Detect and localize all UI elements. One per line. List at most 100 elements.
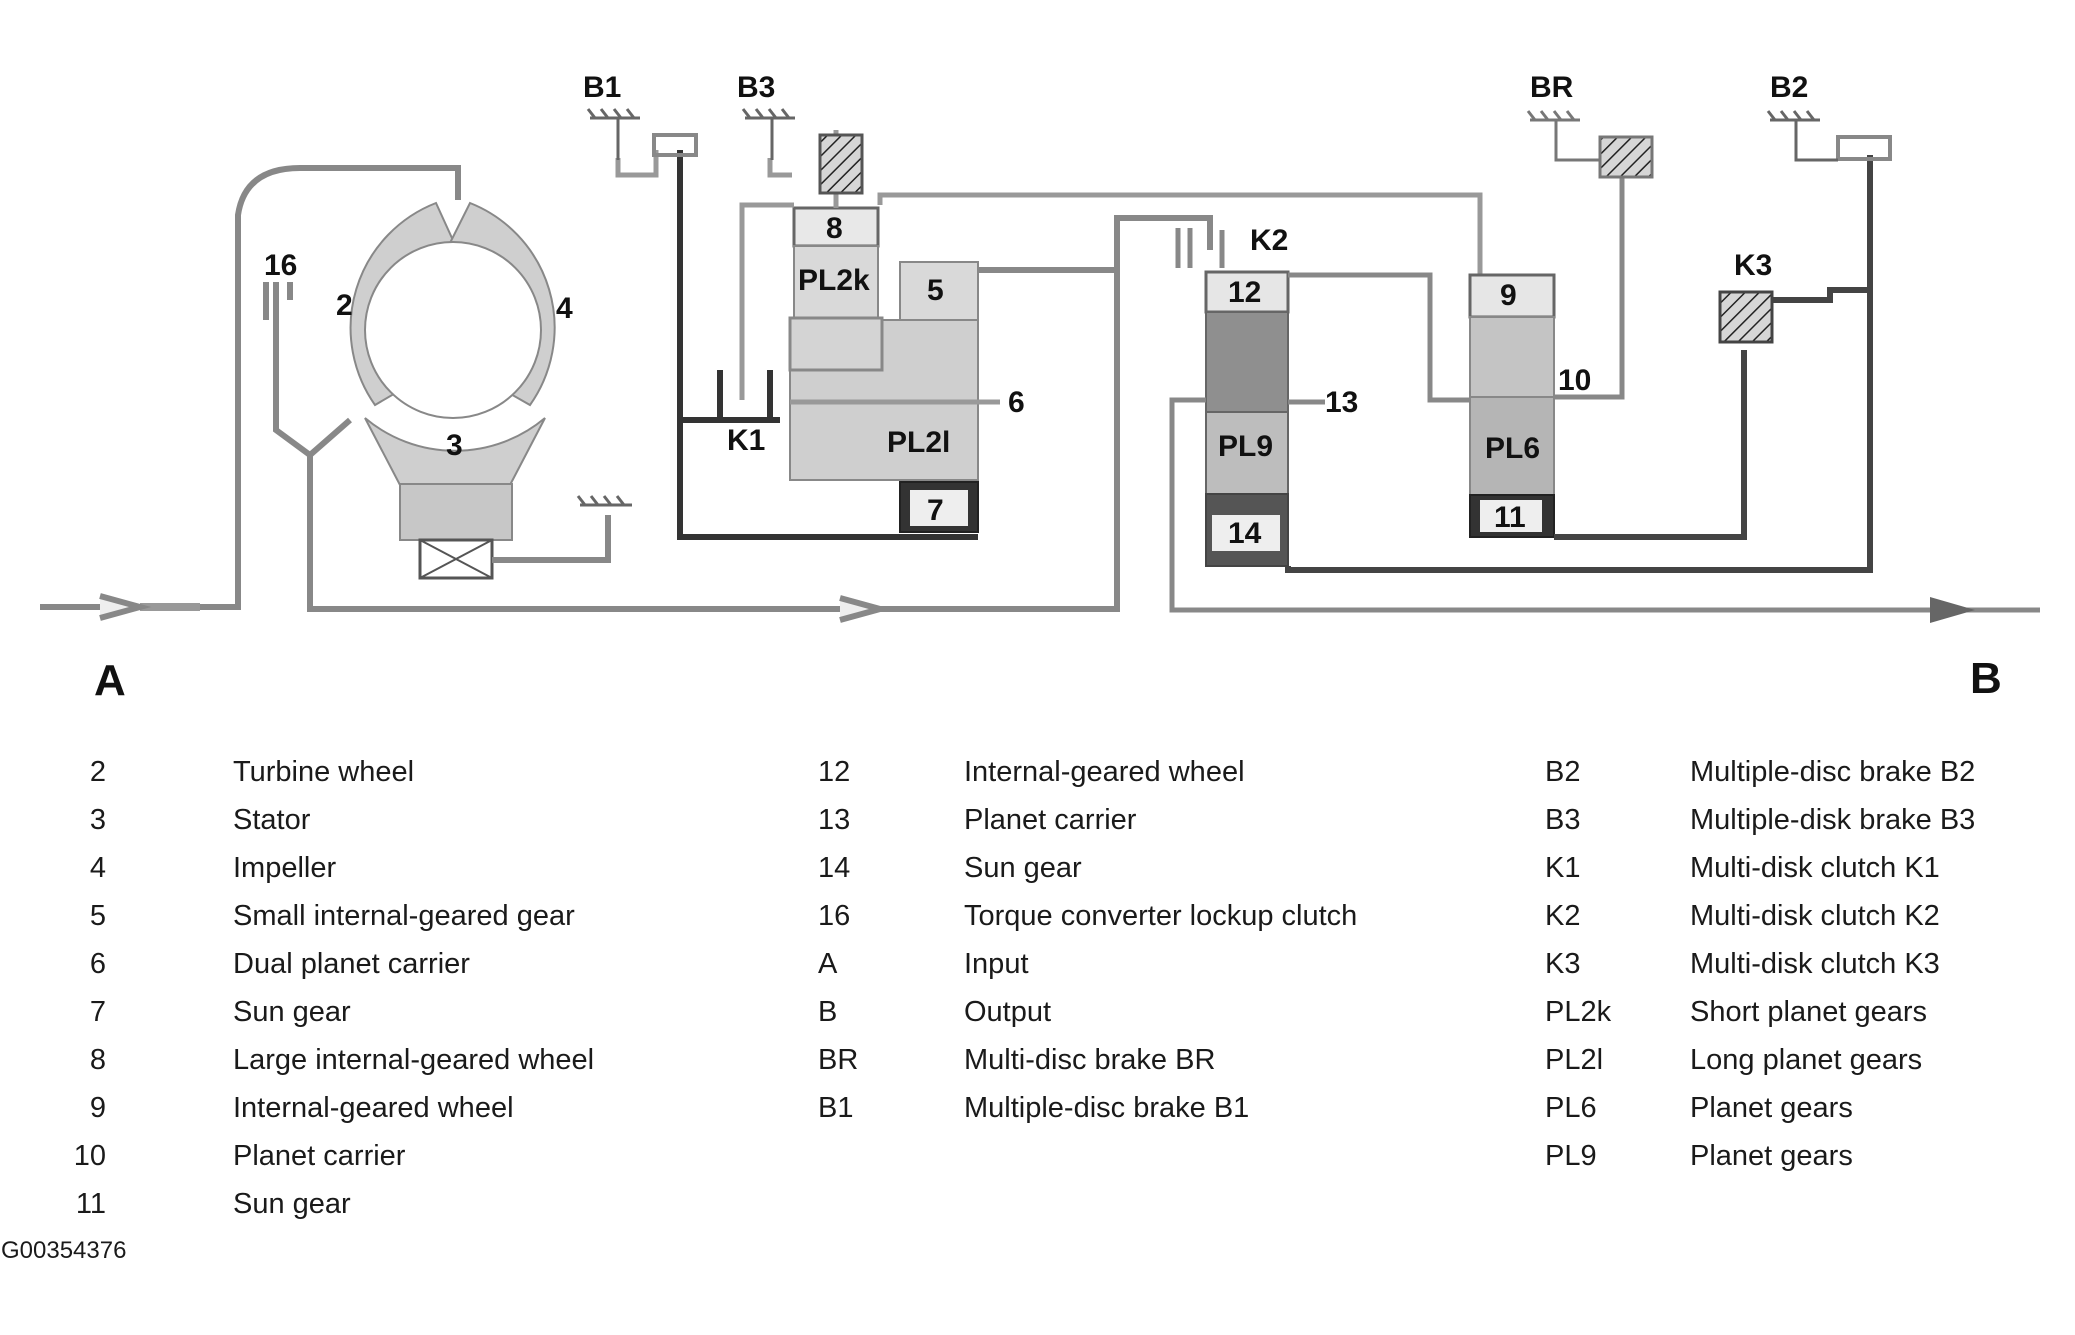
legend-row: PL9 Planet gears [1545, 1132, 2065, 1180]
brake-br-symbol [1526, 110, 1654, 179]
legend-description: Small internal-geared gear [233, 900, 575, 932]
legend-description: Multiple-disc brake B2 [1690, 756, 1976, 788]
legend-row: 13 Planet carrier [818, 796, 1438, 844]
legend-description: Planet gears [1690, 1092, 1853, 1124]
label-pl2k: PL2k [798, 264, 870, 297]
legend-description: Multi-disk clutch K2 [1690, 900, 1940, 932]
legend-row: 9 Internal-geared wheel [50, 1084, 670, 1132]
label-4: 4 [556, 292, 573, 325]
legend-code: 16 [818, 900, 851, 932]
legend-description: Large internal-geared wheel [233, 1044, 595, 1076]
legend-code: B3 [1545, 804, 1581, 836]
legend-code: PL2k [1545, 996, 1612, 1028]
legend-code: 13 [818, 804, 851, 836]
legend-description: Internal-geared wheel [964, 756, 1245, 788]
brake-b3-symbol [741, 108, 864, 195]
legend-description: Multi-disk clutch K1 [1690, 852, 1940, 884]
legend-code: 5 [89, 900, 106, 932]
label-k3: K3 [1734, 249, 1772, 282]
legend-description: Sun gear [233, 996, 351, 1028]
legend-description: Input [964, 948, 1029, 980]
legend-row: PL2l Long planet gears [1545, 1036, 2065, 1084]
legend-row: K2 Multi-disk clutch K2 [1545, 892, 2065, 940]
legend-code: K1 [1545, 852, 1581, 884]
legend-code: BR [818, 1044, 859, 1076]
legend-code: 3 [89, 804, 106, 836]
legend-description: Short planet gears [1690, 996, 1927, 1028]
legend-code: K3 [1545, 948, 1581, 980]
legend-code: B [818, 996, 838, 1028]
label-k1: K1 [727, 424, 765, 457]
legend-row: K3 Multi-disk clutch K3 [1545, 940, 2065, 988]
legend-description: Planet gears [1690, 1140, 1853, 1172]
label-b3: B3 [737, 71, 775, 104]
legend-code: 4 [89, 852, 106, 884]
legend-description: Planet carrier [233, 1140, 406, 1172]
label-11: 11 [1494, 501, 1526, 534]
legend-code: PL2l [1545, 1044, 1604, 1076]
legend-row: PL2k Short planet gears [1545, 988, 2065, 1036]
label-br: BR [1530, 71, 1574, 104]
label-9: 9 [1500, 279, 1517, 312]
k3-output-paths [1285, 155, 1873, 573]
label-10: 10 [1558, 364, 1591, 397]
legend-description: Planet carrier [964, 804, 1137, 836]
transmission-schematic: B1 B3 BR B2 K1 K2 K3 16 2 3 4 8 PL2k 5 6… [40, 71, 2040, 700]
legend-row: 5 Small internal-geared gear [50, 892, 670, 940]
legend-row: A Input [818, 940, 1438, 988]
legend-code: PL9 [1545, 1140, 1597, 1172]
legend-code: A [818, 948, 838, 980]
output-arrow [1930, 597, 1975, 623]
legend-row: 7 Sun gear [50, 988, 670, 1036]
label-output-b: B [1970, 654, 2002, 700]
label-pl9: PL9 [1218, 430, 1273, 463]
stator-ground-symbol [576, 495, 632, 507]
legend-code: 6 [89, 948, 106, 980]
legend-code: 9 [89, 1092, 106, 1124]
label-input-a: A [94, 656, 126, 700]
label-2: 2 [336, 289, 353, 322]
input-path [40, 165, 1213, 623]
label-6: 6 [1008, 386, 1025, 419]
legend-description: Long planet gears [1690, 1044, 1923, 1076]
clutch-k1-structure [677, 150, 978, 540]
legend-description: Multi-disk clutch K3 [1690, 948, 1940, 980]
label-3: 3 [446, 429, 463, 462]
legend-description: Impeller [233, 852, 337, 884]
gray-connections-front [615, 130, 1483, 405]
legend-code: K2 [1545, 900, 1581, 932]
label-5: 5 [927, 274, 944, 307]
clutch-k3-symbol [1718, 290, 1774, 344]
middle-planetary-set [1204, 270, 1290, 567]
legend-description: Torque converter lockup clutch [964, 900, 1358, 932]
legend-description: Dual planet carrier [233, 948, 470, 980]
label-8: 8 [826, 212, 843, 245]
legend-code: 10 [73, 1140, 106, 1172]
brake-b1-symbol [586, 108, 698, 160]
gray-connections-rear [1169, 150, 2040, 613]
legend-description: Multiple-disc brake B1 [964, 1092, 1250, 1124]
legend-code: 8 [89, 1044, 106, 1076]
label-k2: K2 [1250, 224, 1288, 257]
brake-b2-symbol [1766, 110, 1892, 162]
legend-description: Sun gear [964, 852, 1082, 884]
legend-description: Internal-geared wheel [233, 1092, 514, 1124]
legend-code: 7 [89, 996, 106, 1028]
label-13: 13 [1325, 386, 1358, 419]
legend-row: K1 Multi-disk clutch K1 [1545, 844, 2065, 892]
legend-description: Turbine wheel [233, 756, 415, 788]
clutch-k2-symbol [1175, 228, 1225, 268]
